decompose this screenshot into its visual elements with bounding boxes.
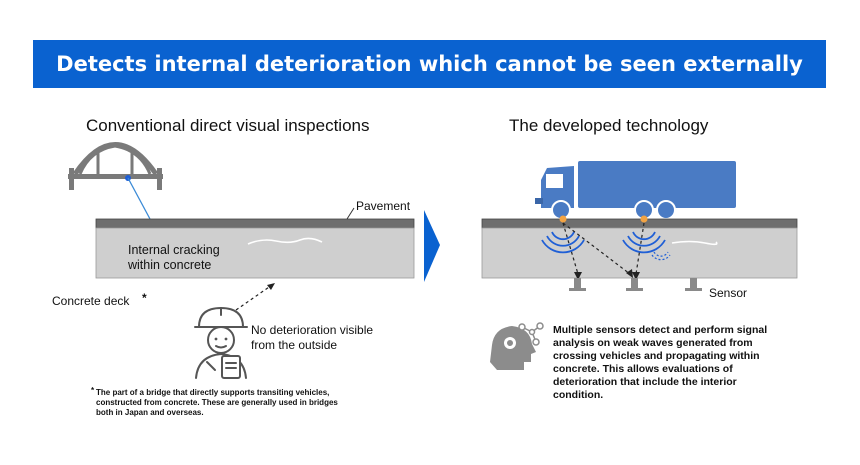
header-banner: Detects internal deterioration which can… [33, 40, 826, 88]
right-heading: The developed technology [509, 116, 709, 135]
footnote-line2: constructed from concrete. These are gen… [96, 398, 338, 407]
description-line2: analysis on weak waves generated from [553, 337, 753, 349]
bridge-icon [68, 142, 163, 190]
left-heading: Conventional direct visual inspections [86, 116, 370, 135]
arrow-right-icon [424, 210, 440, 282]
inspector-note-line1: No deterioration visible [251, 323, 374, 337]
footnote-line1: The part of a bridge that directly suppo… [96, 388, 330, 397]
analysis-head-icon [490, 322, 544, 370]
description-line5: deterioration that include the interior [553, 376, 737, 388]
inspection-arrowhead [267, 283, 275, 290]
pavement-leader-line [346, 207, 355, 220]
arrowhead-3 [632, 272, 640, 280]
footnote-line3: both in Japan and overseas. [96, 408, 204, 417]
deck-footnote-mark: * [142, 291, 147, 305]
description-line1: Multiple sensors detect and perform sign… [553, 324, 768, 336]
arrowhead-2 [626, 269, 633, 278]
wave-group-1 [541, 231, 585, 254]
description-line4: concrete. This allows evaluations of [553, 363, 733, 375]
inspector-note-line2: from the outside [251, 338, 338, 352]
internal-crack-line [247, 237, 323, 245]
description-line6: condition. [553, 389, 604, 401]
sensor-icon [569, 278, 702, 291]
right-pavement [481, 218, 798, 229]
pavement-label: Pavement [356, 199, 411, 213]
inspection-arrow-line [235, 284, 273, 311]
wave-group-3 [651, 251, 671, 261]
deck-label: Concrete deck [52, 294, 130, 308]
sensor-label: Sensor [709, 286, 748, 300]
bridge-leader-line [127, 177, 151, 220]
banner-title: Detects internal deterioration which can… [56, 52, 803, 76]
left-pavement [95, 218, 415, 229]
wave-source-1 [559, 215, 567, 223]
description-line3: crossing vehicles and propagating within [553, 350, 760, 362]
right-crack-line [671, 240, 718, 246]
cracking-label-line1: Internal cracking [128, 243, 220, 257]
cracking-label-line2: within concrete [128, 258, 212, 272]
truck-icon [535, 161, 736, 220]
arrowhead-1 [574, 272, 582, 280]
wave-source-2 [640, 215, 648, 223]
inspector-icon [194, 306, 248, 379]
footnote-mark: * [91, 386, 95, 395]
right-concrete-deck [481, 227, 798, 279]
propagation-arrows [562, 222, 645, 275]
left-concrete-deck [95, 227, 415, 279]
wave-group-2 [622, 231, 666, 254]
